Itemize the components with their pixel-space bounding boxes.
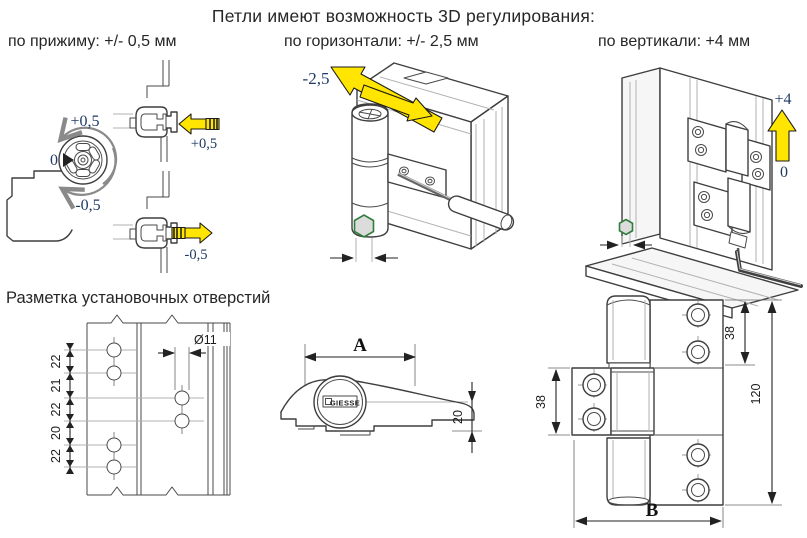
frame-wing bbox=[649, 299, 724, 506]
diagram-horizontal: -2,5 bbox=[303, 62, 515, 263]
heading-horizontal: по горизонтали: +/- 2,5 мм bbox=[284, 33, 479, 50]
dimension-38-top: 38 bbox=[723, 299, 782, 366]
diagram-front-view: 38 120 38 B bbox=[534, 295, 782, 528]
dim-spacing-5: 22 bbox=[49, 449, 63, 463]
dimension-120: 120 bbox=[725, 300, 782, 506]
allen-key-icon bbox=[735, 250, 803, 288]
label-dial-plus: +0,5 bbox=[70, 113, 99, 130]
break-line-bottom bbox=[87, 486, 230, 496]
dim-spacing-3: 22 bbox=[49, 403, 63, 417]
dimension-38-left: 38 bbox=[534, 367, 570, 436]
diagram-compression: +0,5 0 -0,5 +0,5 -0,5 bbox=[6, 59, 220, 274]
dial-arrow-cw-icon bbox=[64, 147, 117, 195]
diagram-top-view: A GIESSE 20 bbox=[280, 335, 482, 453]
hinge-barrel bbox=[351, 103, 389, 238]
hinge-lever-outline bbox=[6, 170, 73, 242]
dimension-width-b: B bbox=[573, 440, 724, 528]
heading-drilling: Разметка установочных отверстий bbox=[6, 289, 271, 307]
adjustment-dial bbox=[58, 135, 108, 185]
gasket-profile-top bbox=[112, 59, 178, 163]
hex-key-size-symbol bbox=[330, 214, 398, 263]
dim-height-20: 20 bbox=[451, 410, 465, 424]
profile-iso-panel bbox=[585, 67, 799, 319]
svg-text:38: 38 bbox=[534, 395, 548, 409]
dim-spacing-2: 21 bbox=[49, 379, 63, 393]
hinge-body-outline: GIESSE bbox=[280, 375, 475, 436]
page-title: Петли имеют возможность 3D регулирования… bbox=[211, 6, 596, 26]
label-press-in: +0,5 bbox=[191, 136, 217, 152]
hinge-assembly bbox=[687, 117, 771, 261]
dim-width-a: A bbox=[353, 335, 367, 356]
shift-right-arrow-icon bbox=[359, 84, 433, 122]
brand-mark: GIESSE bbox=[330, 399, 360, 408]
heading-compression: по прижиму: +/- 0,5 мм bbox=[8, 33, 177, 50]
svg-text:B: B bbox=[646, 500, 659, 521]
gasket-profile-bottom bbox=[112, 170, 178, 274]
profile-edges bbox=[86, 323, 231, 495]
spacing-dimension-chain: 22 21 22 20 22 bbox=[49, 343, 74, 474]
break-line-top bbox=[87, 314, 230, 324]
heading-vertical: по вертикали: +4 мм bbox=[598, 33, 751, 50]
label-vertical-zero: 0 bbox=[780, 164, 788, 181]
screw-holes bbox=[578, 299, 714, 503]
diagram-vertical: +4 0 bbox=[585, 67, 803, 319]
label-dial-minus: -0,5 bbox=[75, 197, 100, 214]
hex-key-size-symbol bbox=[600, 218, 652, 250]
hole-diameter-dimension: Ø11 bbox=[158, 332, 230, 390]
label-horizontal-value: -2,5 bbox=[303, 69, 330, 88]
label-dial-zero: 0 bbox=[50, 152, 58, 169]
dim-spacing-1: 22 bbox=[49, 355, 63, 369]
height-20-dimension: 20 bbox=[451, 382, 482, 453]
svg-text:120: 120 bbox=[749, 384, 763, 405]
barrels bbox=[606, 295, 655, 506]
label-press-out: -0,5 bbox=[185, 247, 208, 263]
dim-spacing-4: 20 bbox=[49, 426, 63, 440]
adjuster-nut bbox=[728, 231, 748, 249]
press-in-arrow-icon bbox=[178, 113, 220, 135]
mounting-holes bbox=[106, 342, 190, 475]
diagram-drilling-template: 22 21 22 20 22 Ø11 bbox=[49, 314, 231, 496]
press-out-arrow-icon bbox=[171, 222, 213, 244]
dial-zero-marker bbox=[63, 153, 74, 167]
allen-key-icon bbox=[397, 172, 515, 231]
lift-up-arrow-icon bbox=[767, 109, 797, 162]
svg-text:38: 38 bbox=[723, 326, 737, 340]
label-vertical-up: +4 bbox=[774, 91, 791, 108]
dim-hole-diameter: Ø11 bbox=[194, 333, 217, 347]
